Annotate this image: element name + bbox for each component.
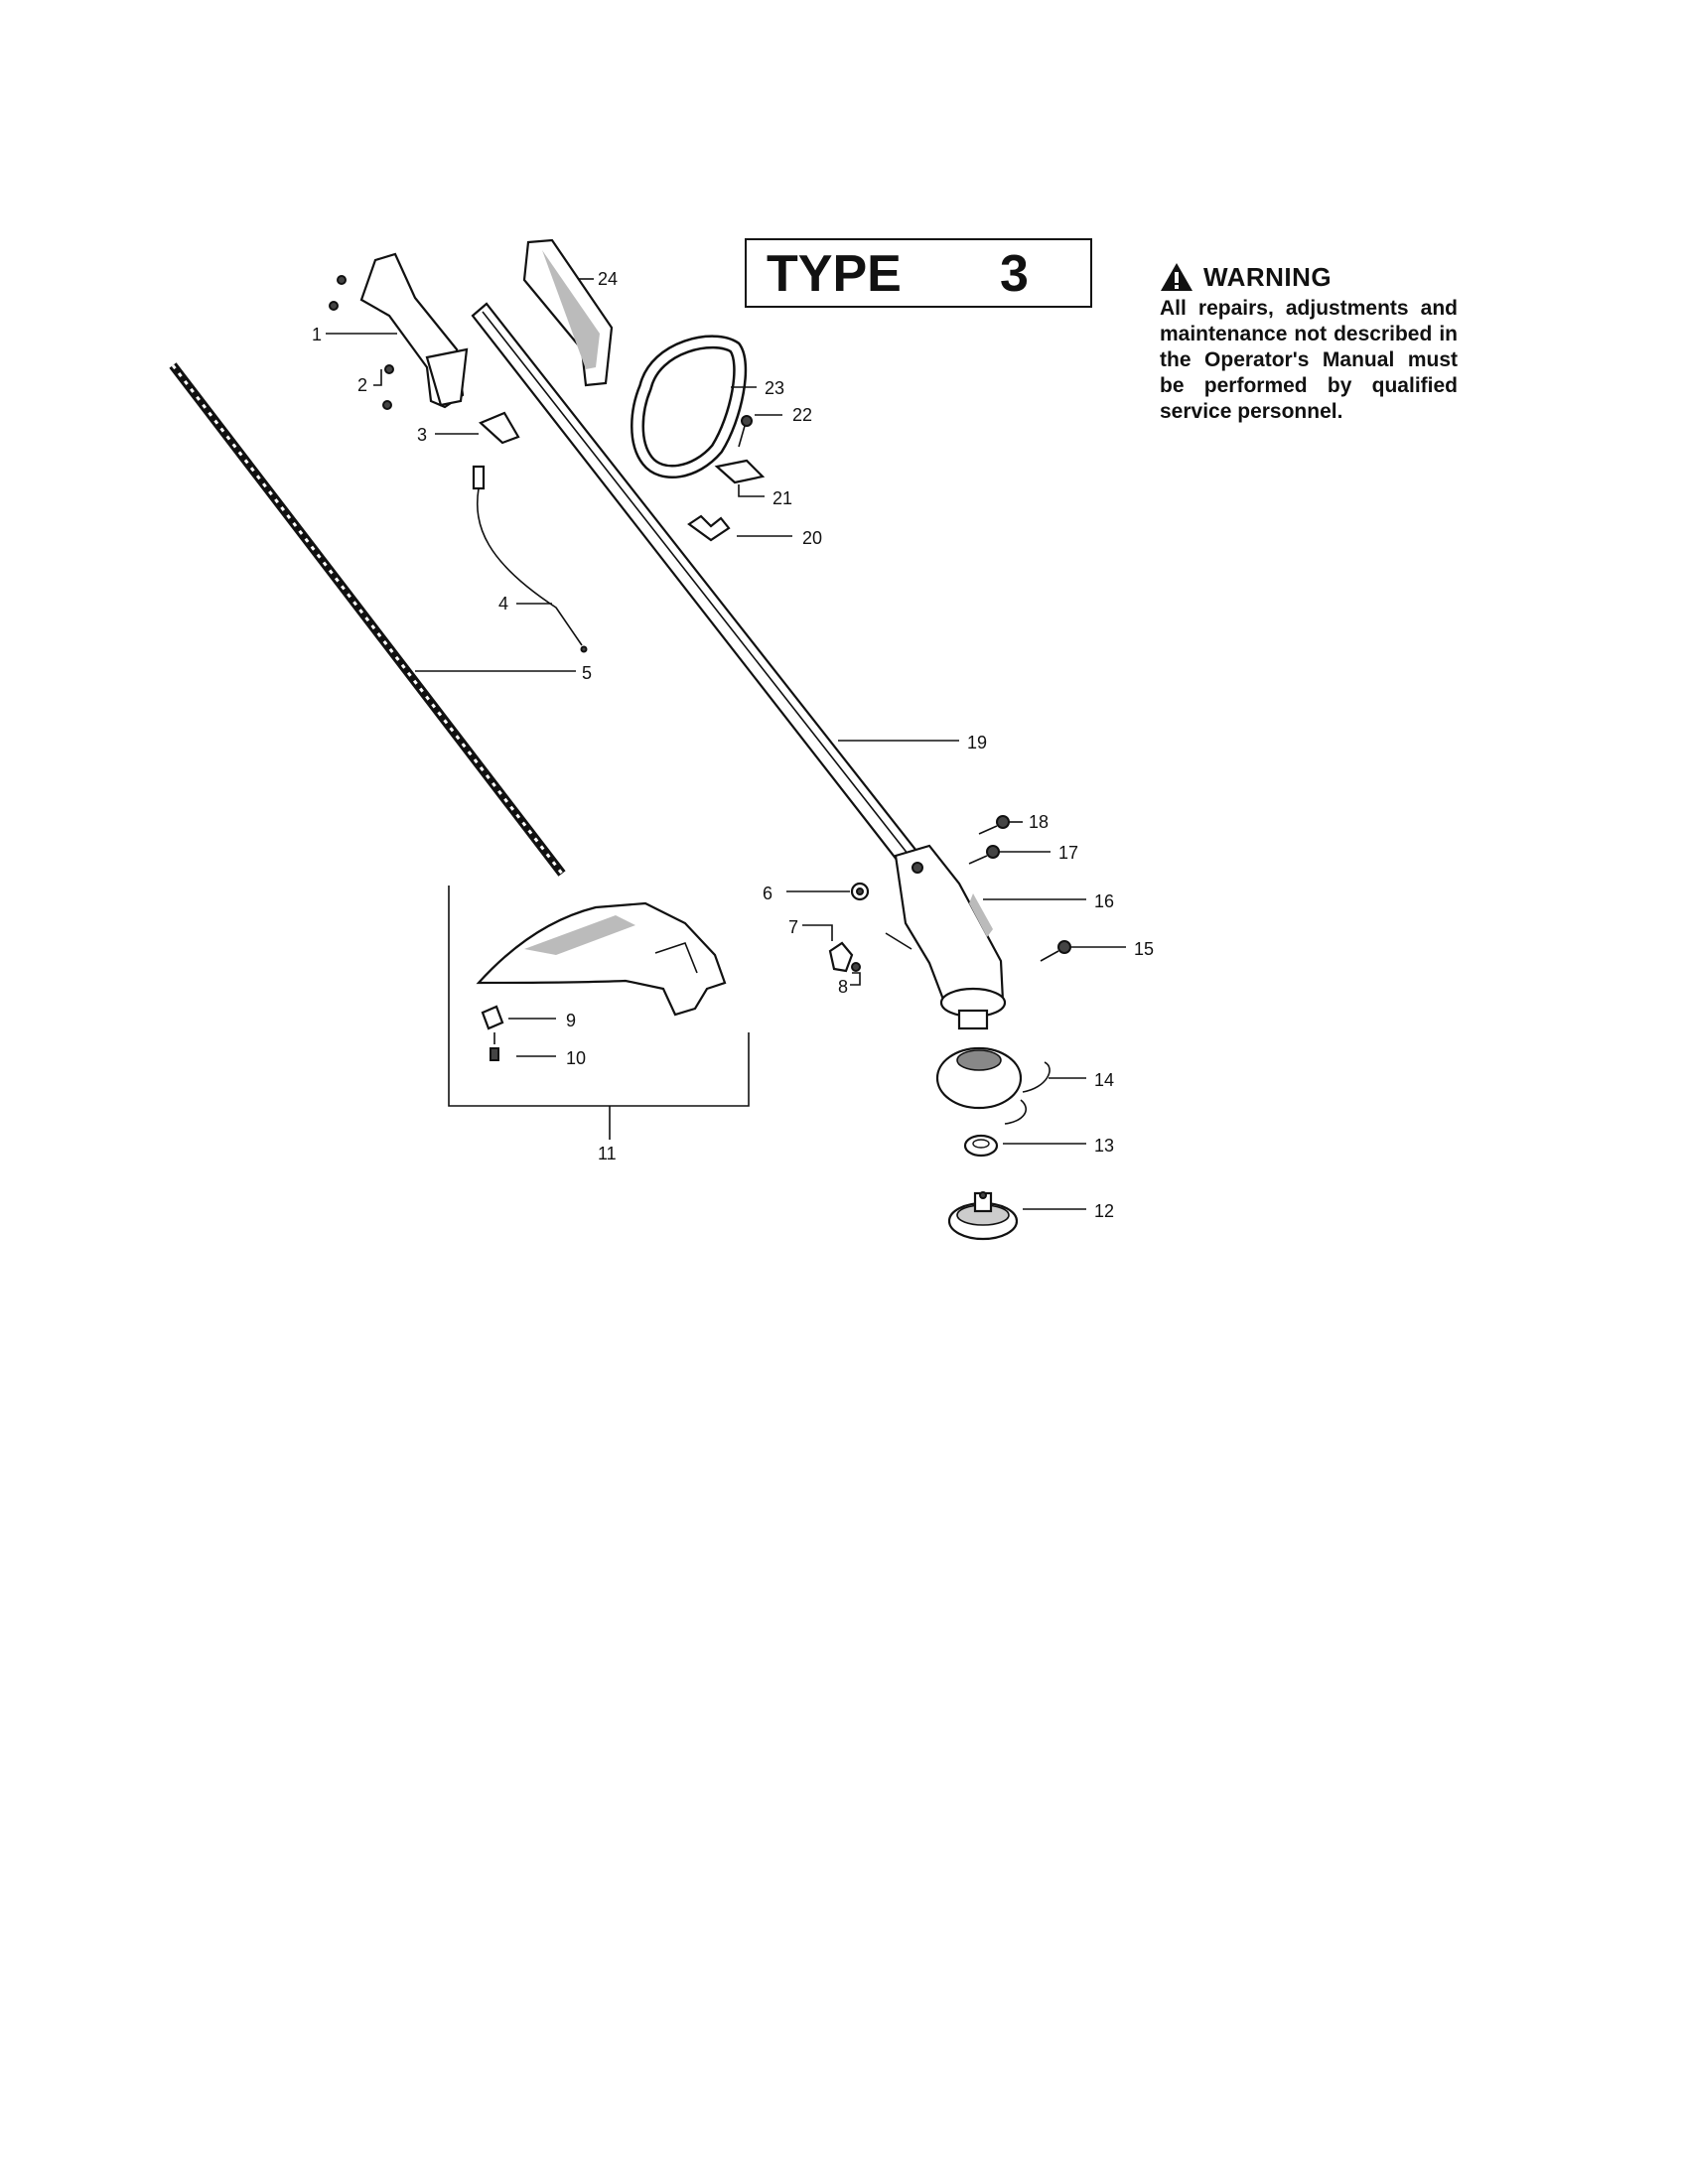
part-14-line-spool	[935, 1046, 1051, 1125]
part-7-wing-bolt	[828, 932, 912, 973]
callout-15: 15	[1134, 939, 1154, 959]
callout-7: 7	[788, 917, 798, 937]
part-9-blade-clip	[481, 1005, 504, 1030]
callout-22: 22	[792, 405, 812, 425]
callout-4: 4	[498, 594, 508, 614]
callout-21: 21	[772, 488, 792, 508]
callout-5: 5	[582, 663, 592, 683]
part-24-handle-bracket	[522, 238, 614, 387]
callout-11: 11	[598, 1144, 617, 1163]
part-6-nut	[850, 882, 870, 901]
part-23-loop-handle	[631, 335, 748, 479]
part-16-gear-housing	[894, 844, 1007, 1030]
leader-21	[738, 484, 765, 497]
type-label: TYPE	[767, 245, 902, 303]
bracket-11	[448, 886, 750, 1107]
callout-8: 8	[838, 977, 848, 997]
leader-8	[850, 972, 861, 986]
part-12-bump-knob	[947, 1191, 1019, 1241]
callout-1: 1	[312, 325, 322, 344]
callout-13: 13	[1094, 1136, 1114, 1156]
part-22-screw	[738, 415, 753, 448]
warning-triangle-icon	[1161, 263, 1193, 291]
part-1-rear-handle	[329, 252, 469, 409]
warning-body: All repairs, adjustments and maintenance…	[1160, 297, 1458, 423]
leader-2	[373, 369, 382, 386]
part-21-handle-clamp	[714, 459, 766, 484]
part-4-throttle-cable	[472, 465, 588, 653]
callout-3: 3	[417, 425, 427, 445]
warning-notice: WARNING All repairs, adjustments and mai…	[1160, 260, 1458, 425]
callout-20: 20	[802, 528, 822, 548]
part-20-wing-nut	[687, 514, 731, 542]
type-box: TYPE 3	[745, 238, 1092, 308]
part-13-washer	[963, 1134, 999, 1158]
part-18-screw	[978, 815, 1010, 835]
callout-19: 19	[967, 733, 987, 752]
callout-9: 9	[566, 1011, 576, 1030]
callout-10: 10	[566, 1048, 586, 1068]
part-15-screw	[1040, 940, 1071, 962]
callout-18: 18	[1029, 812, 1049, 832]
leader-7	[802, 924, 833, 941]
part-2-screws	[382, 364, 394, 410]
part-17-screw	[968, 845, 1000, 865]
part-5-drive-shaft	[169, 362, 566, 877]
type-number: 3	[1000, 245, 1029, 303]
callout-17: 17	[1058, 843, 1078, 863]
warning-header: WARNING	[1160, 260, 1458, 294]
part-10-screw	[490, 1032, 499, 1061]
callout-6: 6	[763, 884, 772, 903]
callout-24: 24	[598, 269, 618, 289]
callout-12: 12	[1094, 1201, 1114, 1221]
warning-title: WARNING	[1203, 261, 1333, 292]
callout-16: 16	[1094, 891, 1114, 911]
callout-23: 23	[765, 378, 784, 398]
part-3-throttle-trigger	[478, 411, 520, 445]
callout-2: 2	[357, 375, 367, 395]
part-8-small-nut	[851, 962, 861, 972]
callout-14: 14	[1094, 1070, 1114, 1090]
part-11-guard-assembly	[476, 901, 727, 1017]
